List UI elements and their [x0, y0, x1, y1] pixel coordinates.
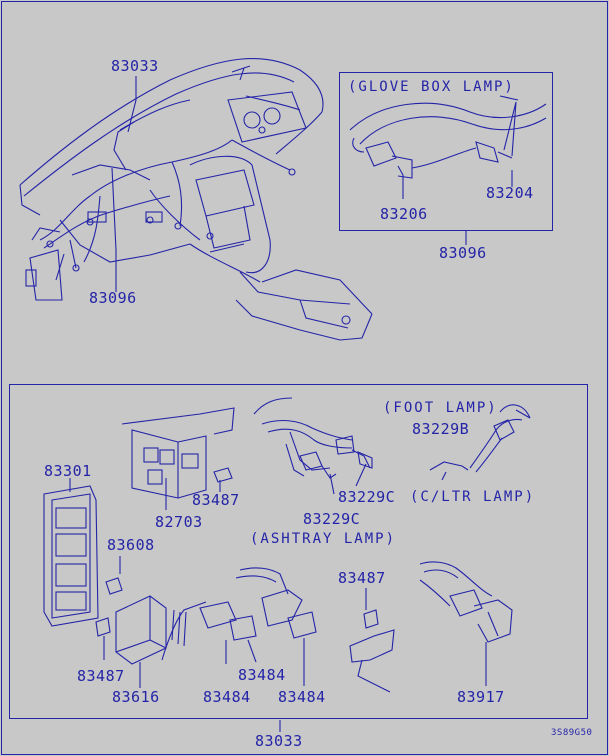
instrument-panel-drawing [19, 58, 373, 341]
junction-block-label: 83301 [44, 462, 92, 480]
relay-box-label: 82703 [155, 513, 203, 531]
ashtray-lamp-drawing [349, 588, 395, 693]
connector-a-label: 83484 [238, 666, 286, 684]
ashtray-relay-label: 83487 [338, 569, 386, 587]
figure-code: 3S89G50 [551, 728, 593, 738]
lower-section-frame [9, 384, 588, 719]
ashtray-lamp-caption: (ASHTRAY LAMP) [250, 531, 397, 547]
relay-a-label: 83487 [192, 491, 240, 509]
connector-b-label: 83484 [203, 688, 251, 706]
glove-box-lamp-drawing [349, 95, 547, 179]
glove-box-inset-frame [339, 72, 553, 231]
small-relays-drawing [95, 556, 123, 660]
relay-c-label: 83487 [77, 667, 125, 685]
ctr-lamp-bulb-label: 83229C [338, 488, 396, 506]
connector-83917-drawing [419, 561, 513, 686]
dash-harness-label: 83033 [111, 57, 159, 75]
connector-c-label: 83484 [278, 688, 326, 706]
dash-harness-wires [25, 95, 301, 287]
connector-d-label: 83917 [457, 688, 505, 706]
foot-lamp-caption: (FOOT LAMP) [383, 400, 498, 416]
glove-box-lamp-label: 83204 [486, 184, 534, 202]
control-unit-label: 83616 [112, 688, 160, 706]
socket-label: 83229C [303, 510, 361, 528]
lower-assembly-label: 83033 [255, 732, 303, 750]
glove-box-assembly-label: 83096 [439, 244, 487, 262]
upper-leaders [111, 76, 513, 292]
ctr-lamp-caption: (C/LTR LAMP) [410, 489, 536, 505]
junction-block-drawing [43, 478, 99, 627]
foot-ctr-lamp-drawing [253, 397, 531, 495]
relay-b-label: 83608 [107, 536, 155, 554]
central-connectors-drawing [161, 567, 317, 686]
glove-box-lamp-caption: (GLOVE BOX LAMP) [348, 79, 515, 95]
dash-sub-harness-label: 83096 [89, 289, 137, 307]
relay-box-drawing [121, 407, 235, 510]
foot-lamp-bulb-label: 83229B [412, 420, 470, 438]
glove-box-connector-label: 83206 [380, 205, 428, 223]
